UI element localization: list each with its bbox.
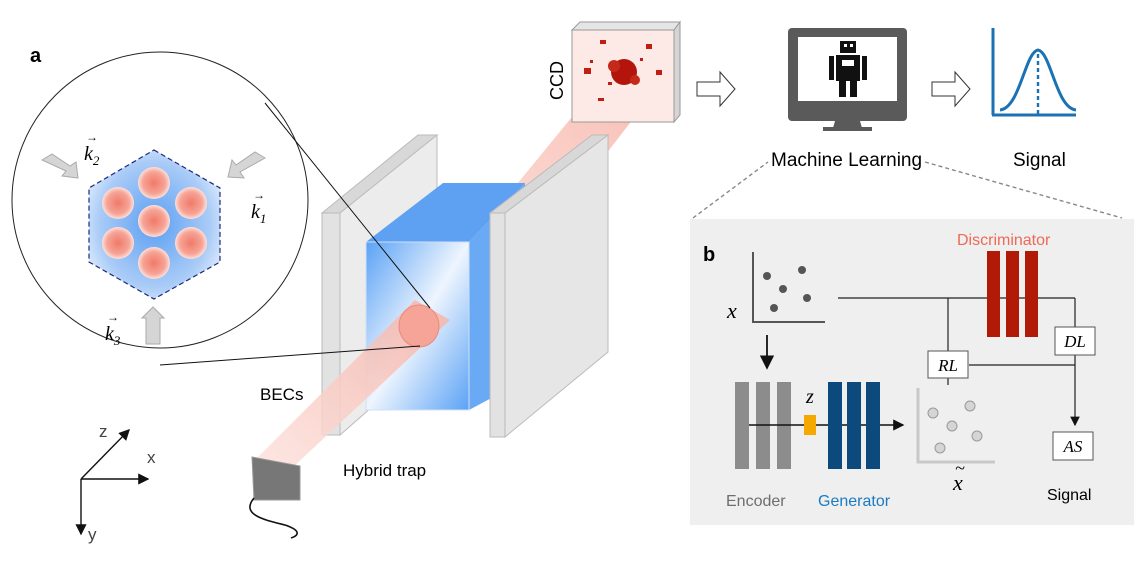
dl-label: DL bbox=[1063, 332, 1086, 351]
robot-icon bbox=[829, 41, 867, 97]
zoom-connector-line bbox=[692, 161, 769, 219]
encoder-label: Encoder bbox=[726, 493, 786, 510]
rl-box: RL bbox=[927, 350, 969, 379]
panel-b-signal-label: Signal bbox=[1047, 487, 1091, 504]
k2-label: k2 bbox=[84, 143, 100, 168]
lattice-site bbox=[138, 205, 170, 237]
k1-vector-arrow: → bbox=[253, 188, 265, 202]
k2-vector-arrow: → bbox=[86, 130, 98, 144]
discriminator-label: Discriminator bbox=[957, 232, 1051, 249]
flow-arrow-icon bbox=[931, 70, 971, 108]
k3-vector-arrow: → bbox=[107, 310, 119, 324]
rl-label: RL bbox=[937, 356, 958, 375]
panel-a-label: a bbox=[30, 45, 42, 67]
axis-x-label: x bbox=[147, 448, 156, 467]
latent-z-label: z bbox=[805, 386, 814, 408]
reconstructed-data-plot bbox=[916, 388, 995, 464]
bec-cloud bbox=[398, 304, 440, 348]
right-plate bbox=[488, 133, 610, 439]
latent-vector bbox=[804, 415, 816, 435]
input-x-label: x bbox=[726, 298, 737, 323]
ccd-image bbox=[584, 40, 662, 101]
flow-arrow-icon bbox=[696, 70, 736, 108]
recon-tilde: ~ bbox=[955, 458, 965, 478]
signal-label: Signal bbox=[1013, 150, 1066, 171]
k3-label: k3 bbox=[105, 323, 121, 348]
lattice-site bbox=[138, 167, 170, 199]
panel-b-label: b bbox=[703, 244, 715, 266]
coordinate-axes bbox=[75, 428, 150, 536]
axis-z-label: z bbox=[99, 422, 108, 441]
k1-label: k1 bbox=[251, 201, 266, 226]
k2-arrow-icon bbox=[40, 153, 79, 179]
generator-label: Generator bbox=[818, 493, 891, 510]
lattice-site bbox=[138, 247, 170, 279]
lattice-site bbox=[175, 227, 207, 259]
ccd-label: CCD bbox=[547, 61, 567, 100]
signal-gaussian-icon bbox=[991, 28, 1077, 117]
zoom-connector-line bbox=[924, 161, 1123, 219]
hybrid-trap-label: Hybrid trap bbox=[343, 461, 426, 480]
ccd-camera bbox=[570, 20, 681, 124]
lattice-site bbox=[175, 187, 207, 219]
as-label: AS bbox=[1063, 437, 1083, 456]
panel-b-background bbox=[690, 219, 1134, 525]
lattice-site bbox=[102, 187, 134, 219]
laser-beam-lower bbox=[255, 300, 450, 470]
k3-arrow-icon bbox=[140, 306, 166, 345]
laser-source-icon bbox=[249, 456, 301, 539]
lattice-site bbox=[102, 227, 134, 259]
as-box: AS bbox=[1052, 431, 1094, 461]
becs-label: BECs bbox=[260, 385, 303, 404]
k1-arrow-icon bbox=[227, 151, 266, 179]
lattice-zoom-circle bbox=[11, 51, 431, 366]
machine-learning-label: Machine Learning bbox=[771, 150, 922, 171]
generator-network bbox=[828, 382, 880, 469]
recon-x-label: x bbox=[952, 470, 963, 495]
axis-y-label: y bbox=[88, 525, 97, 544]
dl-box: DL bbox=[1054, 326, 1096, 356]
discriminator-network bbox=[987, 251, 1038, 337]
input-data-plot bbox=[752, 252, 825, 323]
